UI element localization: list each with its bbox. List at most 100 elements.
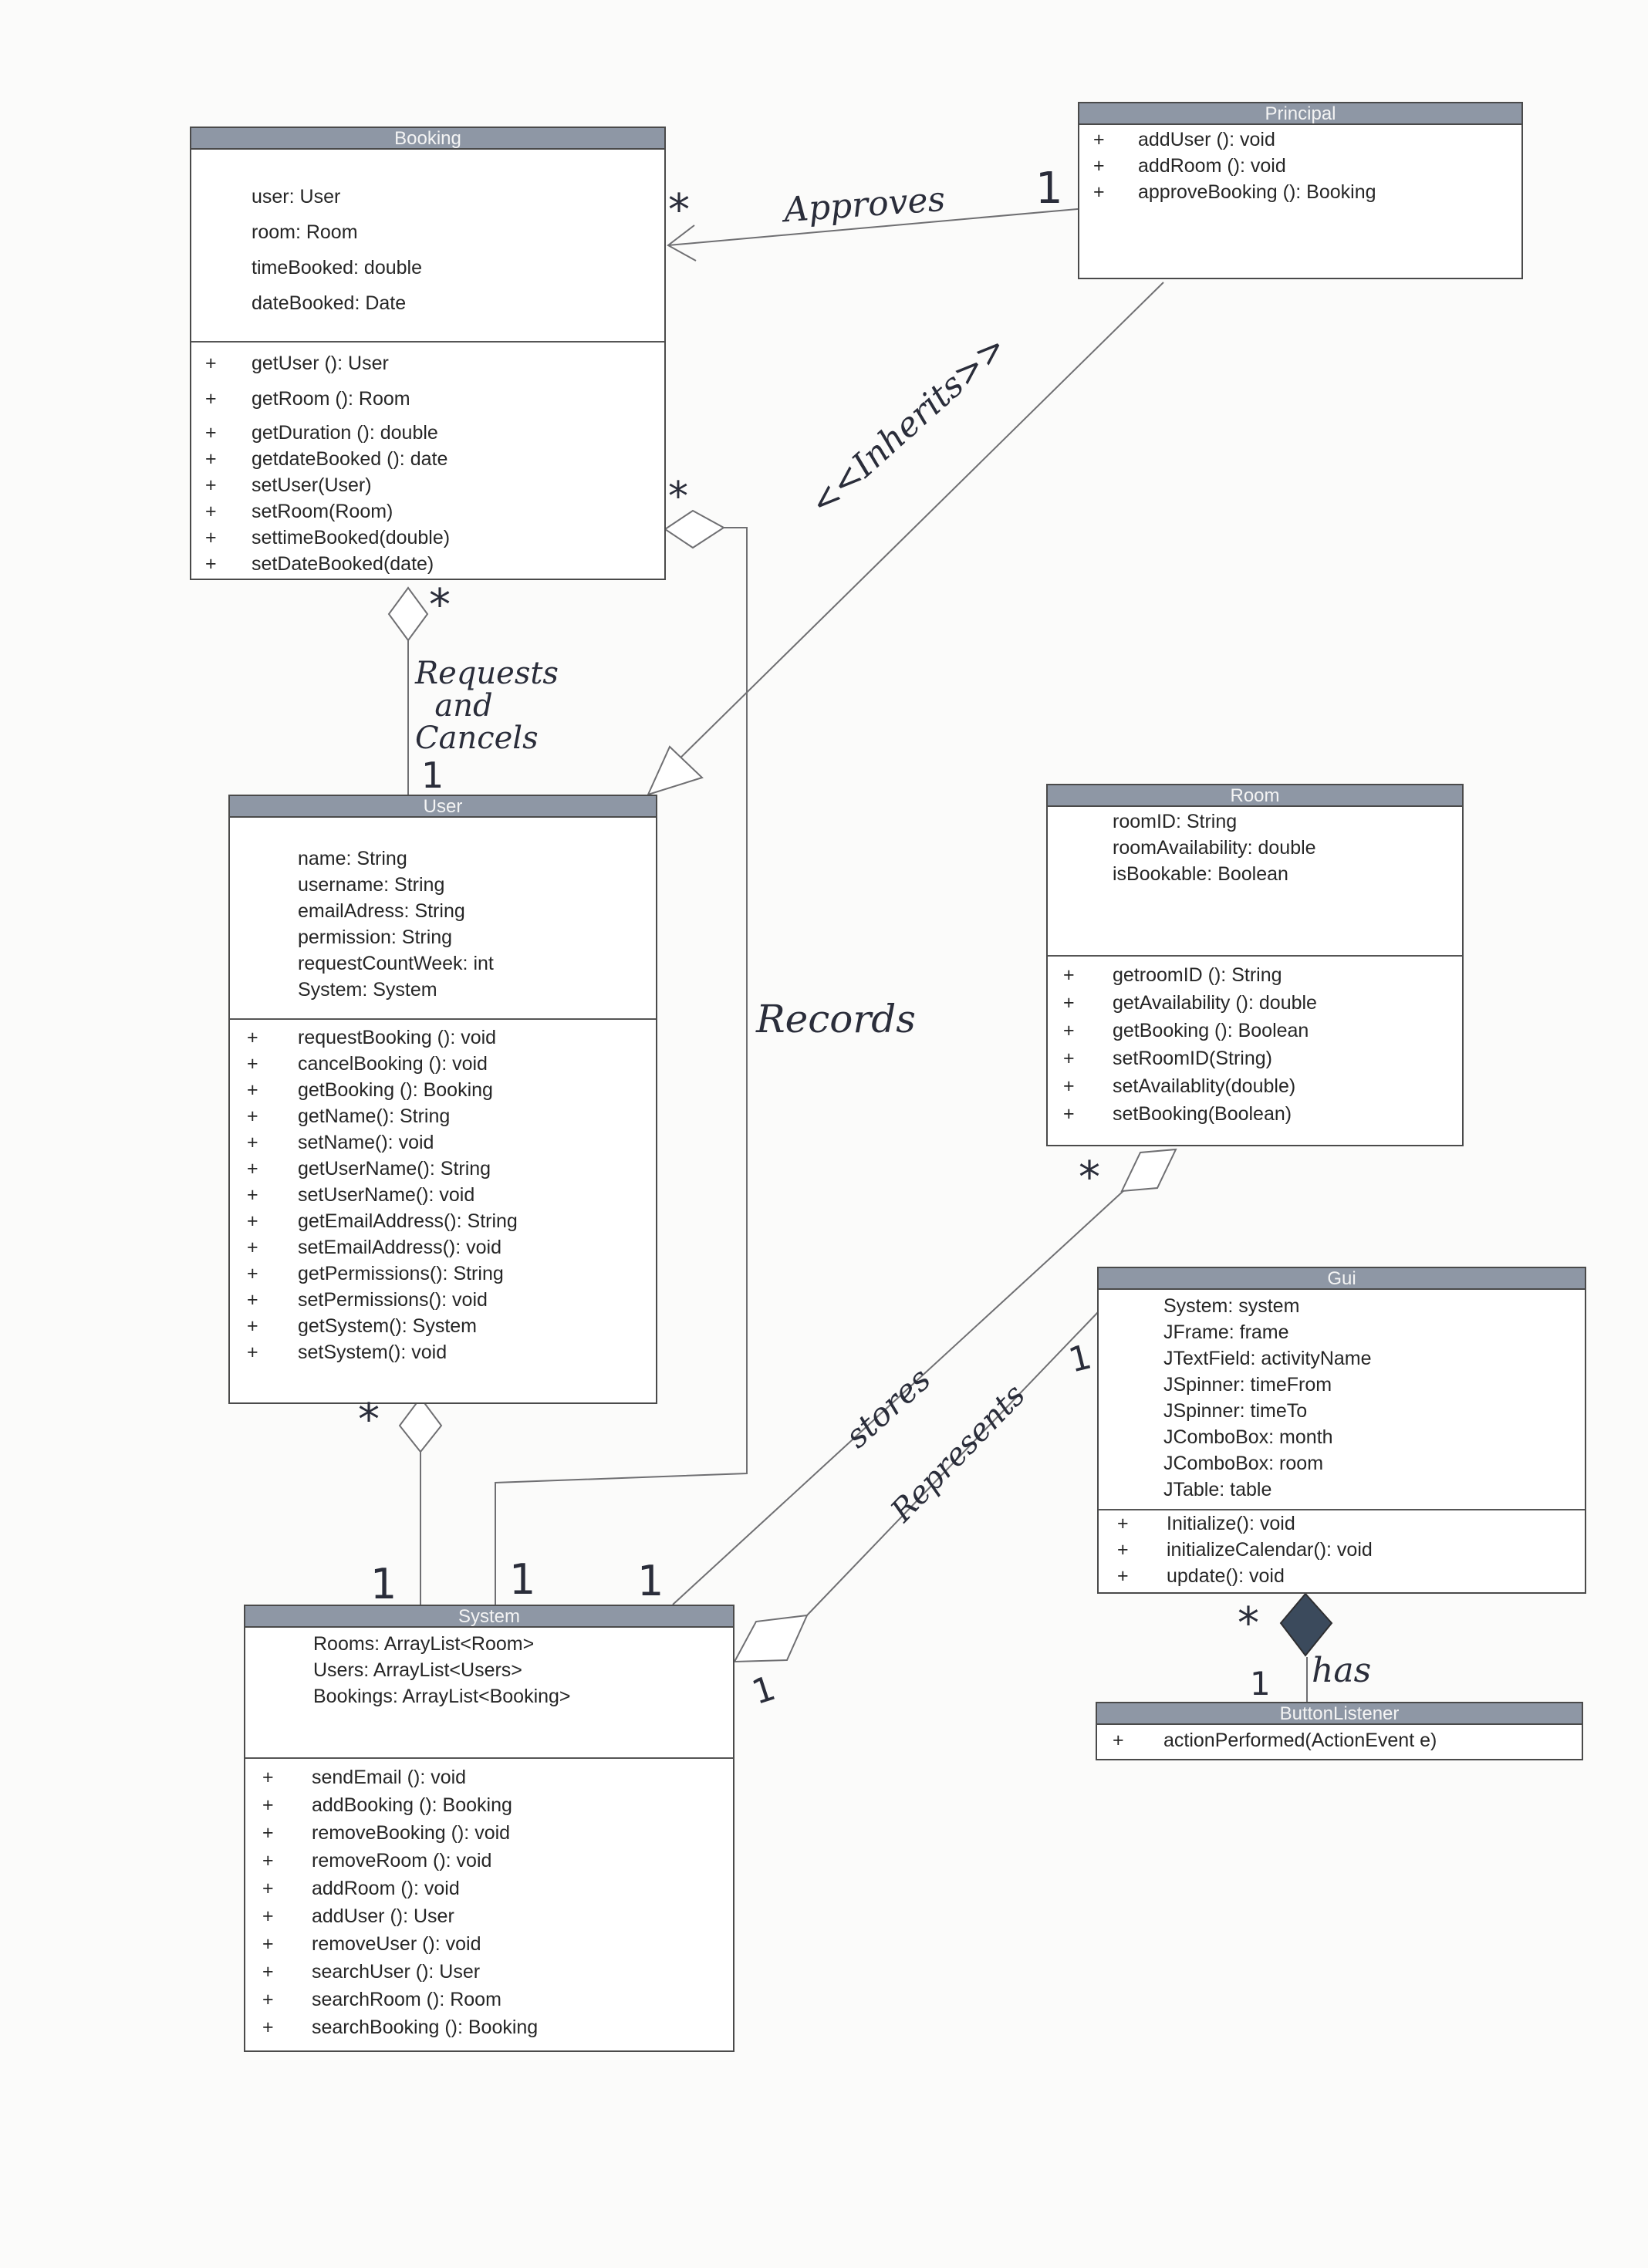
class-system: System Rooms: ArrayList<Room> Users: Arr… xyxy=(244,1605,735,2052)
approves-arrowhead xyxy=(667,224,697,262)
method: +searchUser (): User xyxy=(262,1961,481,1983)
class-gui-methods: +Initialize(): void +initializeCalendar(… xyxy=(1099,1510,1585,1589)
class-user-header: User xyxy=(230,796,656,818)
method: +update(): void xyxy=(1117,1565,1285,1587)
class-buttonlistener-methods: +actionPerformed(ActionEvent e) xyxy=(1097,1725,1582,1756)
method: +sendEmail (): void xyxy=(262,1767,467,1788)
attribute: System: System xyxy=(298,979,437,1001)
method: +addUser (): void xyxy=(1093,129,1275,150)
mult-has-gui: * xyxy=(1238,1598,1259,1649)
class-system-attributes: Rooms: ArrayList<Room> Users: ArrayList<… xyxy=(245,1628,733,1759)
class-principal-methods: +addUser (): void +addRoom (): void +app… xyxy=(1079,125,1521,205)
attribute: user: User xyxy=(252,186,341,208)
method: +getroomID (): String xyxy=(1063,964,1282,986)
class-gui: Gui System: system JFrame: frame JTextFi… xyxy=(1097,1267,1586,1594)
inherits-line xyxy=(669,282,1164,769)
attribute: JTextField: activityName xyxy=(1163,1348,1372,1369)
method: +getEmailAddress(): String xyxy=(247,1210,518,1232)
method: +getRoom (): Room xyxy=(205,388,410,410)
records-diamond xyxy=(664,509,725,549)
class-system-header: System xyxy=(245,1606,733,1628)
attribute: isBookable: Boolean xyxy=(1113,863,1288,885)
mult-requests-booking: * xyxy=(429,580,451,630)
method: +addRoom (): void xyxy=(1093,155,1286,177)
class-buttonlistener-header: ButtonListener xyxy=(1097,1703,1582,1725)
attribute: Bookings: ArrayList<Booking> xyxy=(313,1686,571,1707)
has-diamond xyxy=(1279,1592,1333,1657)
attribute: Users: ArrayList<Users> xyxy=(313,1659,522,1681)
inherits-triangle xyxy=(647,745,704,796)
class-user: User name: String username: String email… xyxy=(228,795,657,1404)
approves-line xyxy=(667,206,1104,246)
class-room-header: Room xyxy=(1048,785,1462,807)
class-booking-attributes: user: User room: Room timeBooked: double… xyxy=(191,150,664,343)
method: +addUser (): User xyxy=(262,1905,454,1927)
attribute: System: system xyxy=(1163,1295,1300,1317)
method: +setPermissions(): void xyxy=(247,1289,488,1311)
attribute: dateBooked: Date xyxy=(252,292,407,314)
method: +setRoom(Room) xyxy=(205,501,393,522)
requests-diamond xyxy=(387,586,429,642)
attribute: JFrame: frame xyxy=(1163,1321,1289,1343)
method: +getUser (): User xyxy=(205,353,389,374)
method: +requestBooking (): void xyxy=(247,1027,497,1048)
class-gui-header: Gui xyxy=(1099,1268,1585,1290)
method: +cancelBooking (): void xyxy=(247,1053,488,1075)
method: +removeBooking (): void xyxy=(262,1822,511,1844)
attribute: JComboBox: room xyxy=(1163,1453,1324,1474)
attribute: name: String xyxy=(298,848,407,869)
class-room: Room roomID: String roomAvailability: do… xyxy=(1046,784,1464,1146)
attribute: requestCountWeek: int xyxy=(298,953,494,974)
class-room-attributes: roomID: String roomAvailability: double … xyxy=(1048,807,1462,957)
mult-approves-booking: * xyxy=(668,185,690,235)
method: +getBooking (): Booking xyxy=(247,1079,493,1101)
attribute: roomAvailability: double xyxy=(1113,837,1316,859)
mult-records-booking: * xyxy=(668,474,688,520)
class-booking-header: Booking xyxy=(191,128,664,150)
method: +setEmailAddress(): void xyxy=(247,1237,501,1258)
method: +setRoomID(String) xyxy=(1063,1048,1272,1069)
class-user-methods: +requestBooking (): void +cancelBooking … xyxy=(230,1020,656,1365)
class-booking-methods: +getUser (): User +getRoom (): Room +get… xyxy=(191,343,664,577)
attribute: JTable: table xyxy=(1163,1479,1272,1500)
attribute: room: Room xyxy=(252,221,358,243)
method: +setDateBooked(date) xyxy=(205,553,434,575)
method: +getBooking (): Boolean xyxy=(1063,1020,1309,1041)
method: +getPermissions(): String xyxy=(247,1263,504,1284)
mult-records-system: 1 xyxy=(509,1555,536,1604)
stores-diamond xyxy=(1120,1148,1177,1193)
class-system-methods: +sendEmail (): void +addBooking (): Book… xyxy=(245,1759,733,2041)
attribute: timeBooked: double xyxy=(252,257,422,278)
represents-line xyxy=(805,1311,1099,1618)
method: +setUserName(): void xyxy=(247,1184,475,1206)
mult-has-button: 1 xyxy=(1250,1665,1271,1703)
records-line xyxy=(495,527,748,1605)
class-booking: Booking user: User room: Room timeBooked… xyxy=(190,127,666,580)
method: +setUser(User) xyxy=(205,474,372,496)
attribute: username: String xyxy=(298,874,445,896)
method: +searchBooking (): Booking xyxy=(262,2017,539,2038)
method: +approveBooking (): Booking xyxy=(1093,181,1376,203)
label-has: has xyxy=(1312,1651,1372,1690)
mult-approves-principal: 1 xyxy=(1035,164,1063,214)
attribute: roomID: String xyxy=(1113,811,1238,832)
attribute: JSpinner: timeTo xyxy=(1163,1400,1308,1422)
mult-requests-user: 1 xyxy=(421,754,444,796)
represents-diamond xyxy=(733,1614,809,1663)
method: +removeUser (): void xyxy=(262,1933,481,1955)
method: +setBooking(Boolean) xyxy=(1063,1103,1292,1125)
attribute: JSpinner: timeFrom xyxy=(1163,1374,1332,1396)
method: +setSystem(): void xyxy=(247,1342,447,1363)
method: +setAvailablity(double) xyxy=(1063,1075,1296,1097)
method: +initializeCalendar(): void xyxy=(1117,1539,1373,1561)
method: +addBooking (): Booking xyxy=(262,1794,512,1816)
method: +getSystem(): System xyxy=(247,1315,477,1337)
mult-user-system-system: 1 xyxy=(370,1560,397,1608)
method: +getUserName(): String xyxy=(247,1158,491,1180)
class-principal-header: Principal xyxy=(1079,103,1521,125)
method: +searchRoom (): Room xyxy=(262,1989,501,2010)
attribute: emailAdress: String xyxy=(298,900,465,922)
method: +addRoom (): void xyxy=(262,1878,460,1899)
mult-stores-room: * xyxy=(1079,1153,1100,1203)
stores-line xyxy=(672,1189,1126,1605)
